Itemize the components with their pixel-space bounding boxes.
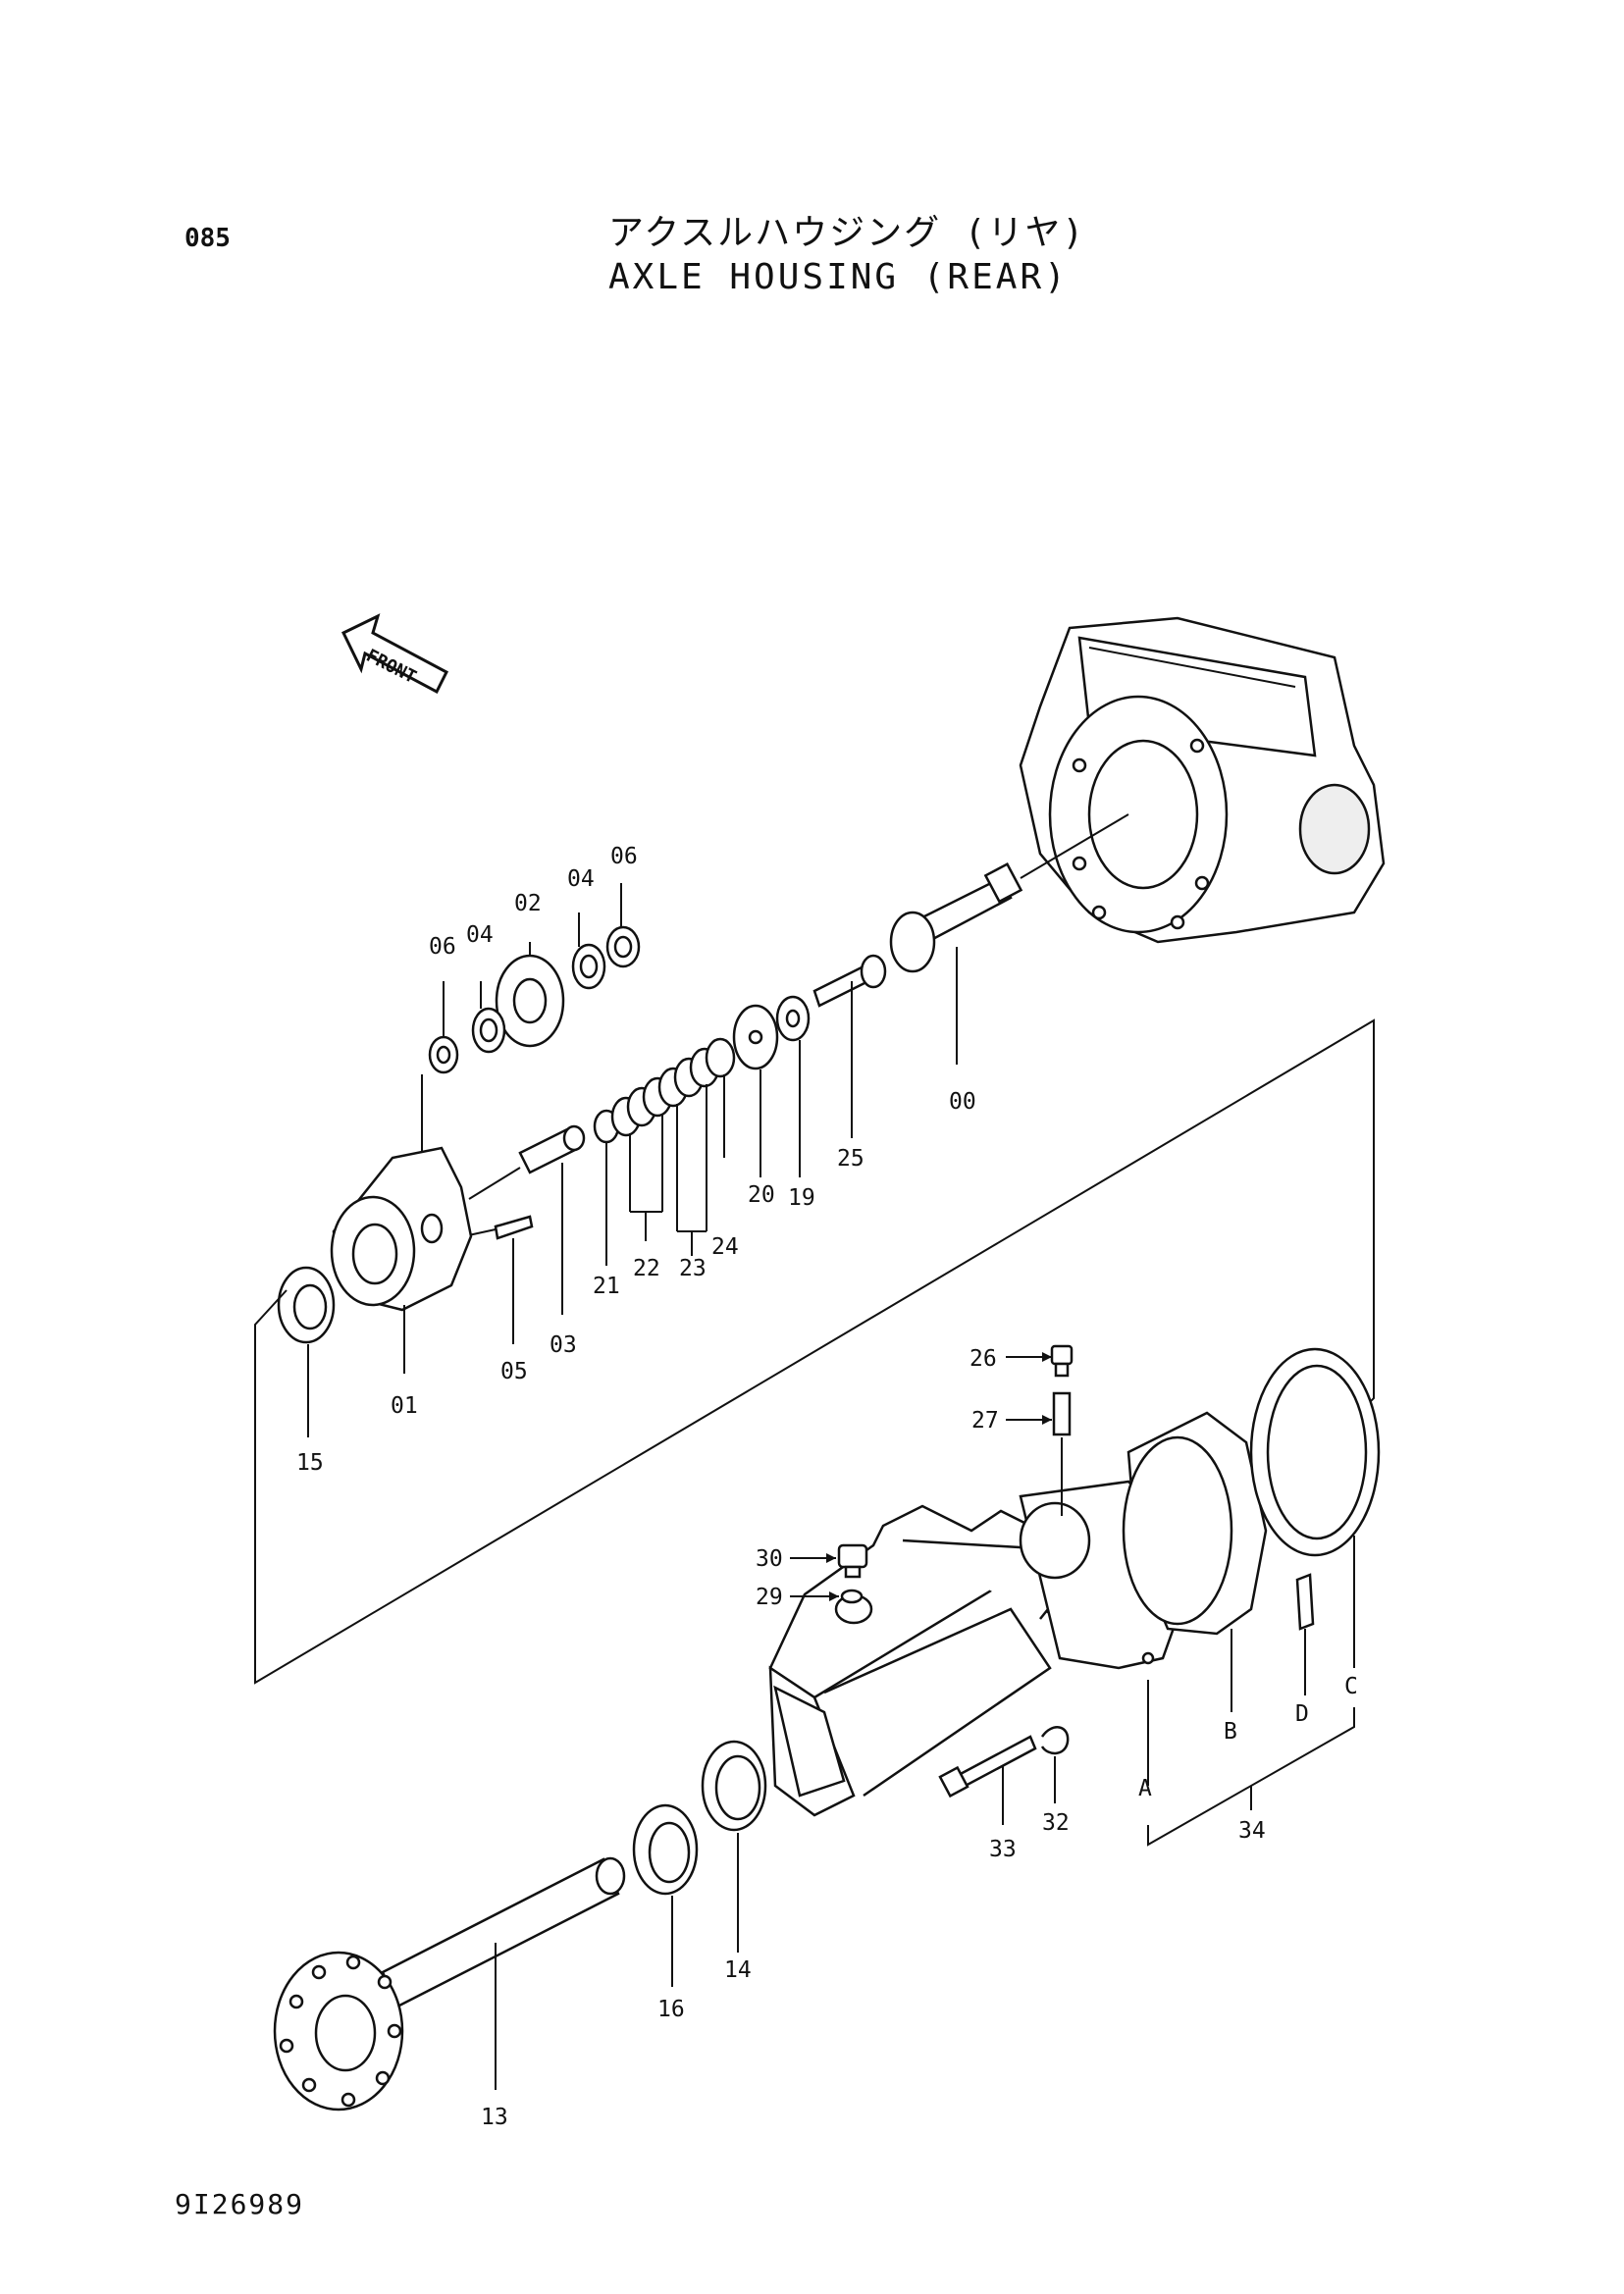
drawing-number: 9I26989 [175,2188,305,2220]
part-04-bearing-upper [571,912,606,990]
label-part-13: 13 [481,2105,508,2130]
label-part-04-lower: 04 [466,922,494,948]
center-housing [1019,616,1386,944]
page-number: 085 [184,224,231,253]
label-part-00: 00 [949,1089,976,1115]
label-part-04-upper: 04 [567,866,595,892]
part-02-planetary-gear [495,942,565,1048]
label-part-32: 32 [1042,1810,1070,1836]
part-32-snap-ring [1040,1726,1070,1803]
label-ref-c: C [1344,1674,1358,1699]
part-01-planetary-carrier [330,1146,473,1374]
ring-gear-b [1122,1411,1268,1712]
label-ref-b: B [1224,1719,1237,1745]
part-13-axle-shaft [273,1856,626,2112]
label-part-34: 34 [1238,1818,1266,1844]
label-part-15: 15 [296,1450,324,1476]
part-04-bearing-lower [471,981,506,1054]
title-japanese: アクスルハウジング (リヤ) [608,213,1086,253]
label-part-23: 23 [679,1256,707,1281]
part-20-thrust-washer [732,1004,779,1177]
parts-21-24-shim-stack [593,1037,736,1266]
label-part-33: 33 [989,1837,1017,1862]
label-part-06-lower: 06 [429,934,456,960]
label-ref-a: A [1138,1776,1152,1801]
label-part-24: 24 [711,1234,739,1260]
label-part-16: 16 [657,1997,685,2022]
hub-c [1249,1347,1381,1668]
part-06-thrust-washer-upper [605,883,641,968]
label-part-14: 14 [724,1957,752,1983]
part-19-washer [775,995,811,1177]
part-27-adapter [1006,1391,1072,1516]
pin-d [1295,1573,1315,1695]
label-part-20: 20 [748,1182,775,1208]
part-15-oil-seal [277,1266,336,1437]
label-part-03: 03 [550,1332,577,1358]
part-33-bolt [938,1735,1037,1825]
label-part-27: 27 [971,1408,999,1434]
part-03-pin [468,1124,586,1315]
part-16-seal [632,1803,699,1987]
label-part-21: 21 [593,1274,620,1299]
label-part-06-upper: 06 [610,844,638,869]
part-14-seal [701,1740,767,1953]
label-part-30: 30 [756,1546,783,1572]
label-part-22: 22 [633,1256,660,1281]
part-00-pinion-shaft [889,813,1129,1065]
assembly-34-bracket [1147,1680,1355,1847]
part-25-bolt [812,954,887,1138]
label-part-25: 25 [837,1146,864,1172]
label-part-19: 19 [788,1185,815,1211]
front-arrow-icon: FRONT [341,613,448,695]
label-part-02: 02 [514,891,542,916]
part-29-o-ring [790,1589,864,1604]
title-english: AXLE HOUSING (REAR) [608,257,1069,297]
label-part-05: 05 [500,1359,528,1384]
part-30-plug [790,1543,868,1579]
label-part-26: 26 [969,1346,997,1372]
label-part-29: 29 [756,1585,783,1610]
part-26-breather [1006,1344,1074,1378]
label-part-01: 01 [391,1393,418,1419]
label-ref-d: D [1295,1701,1309,1727]
